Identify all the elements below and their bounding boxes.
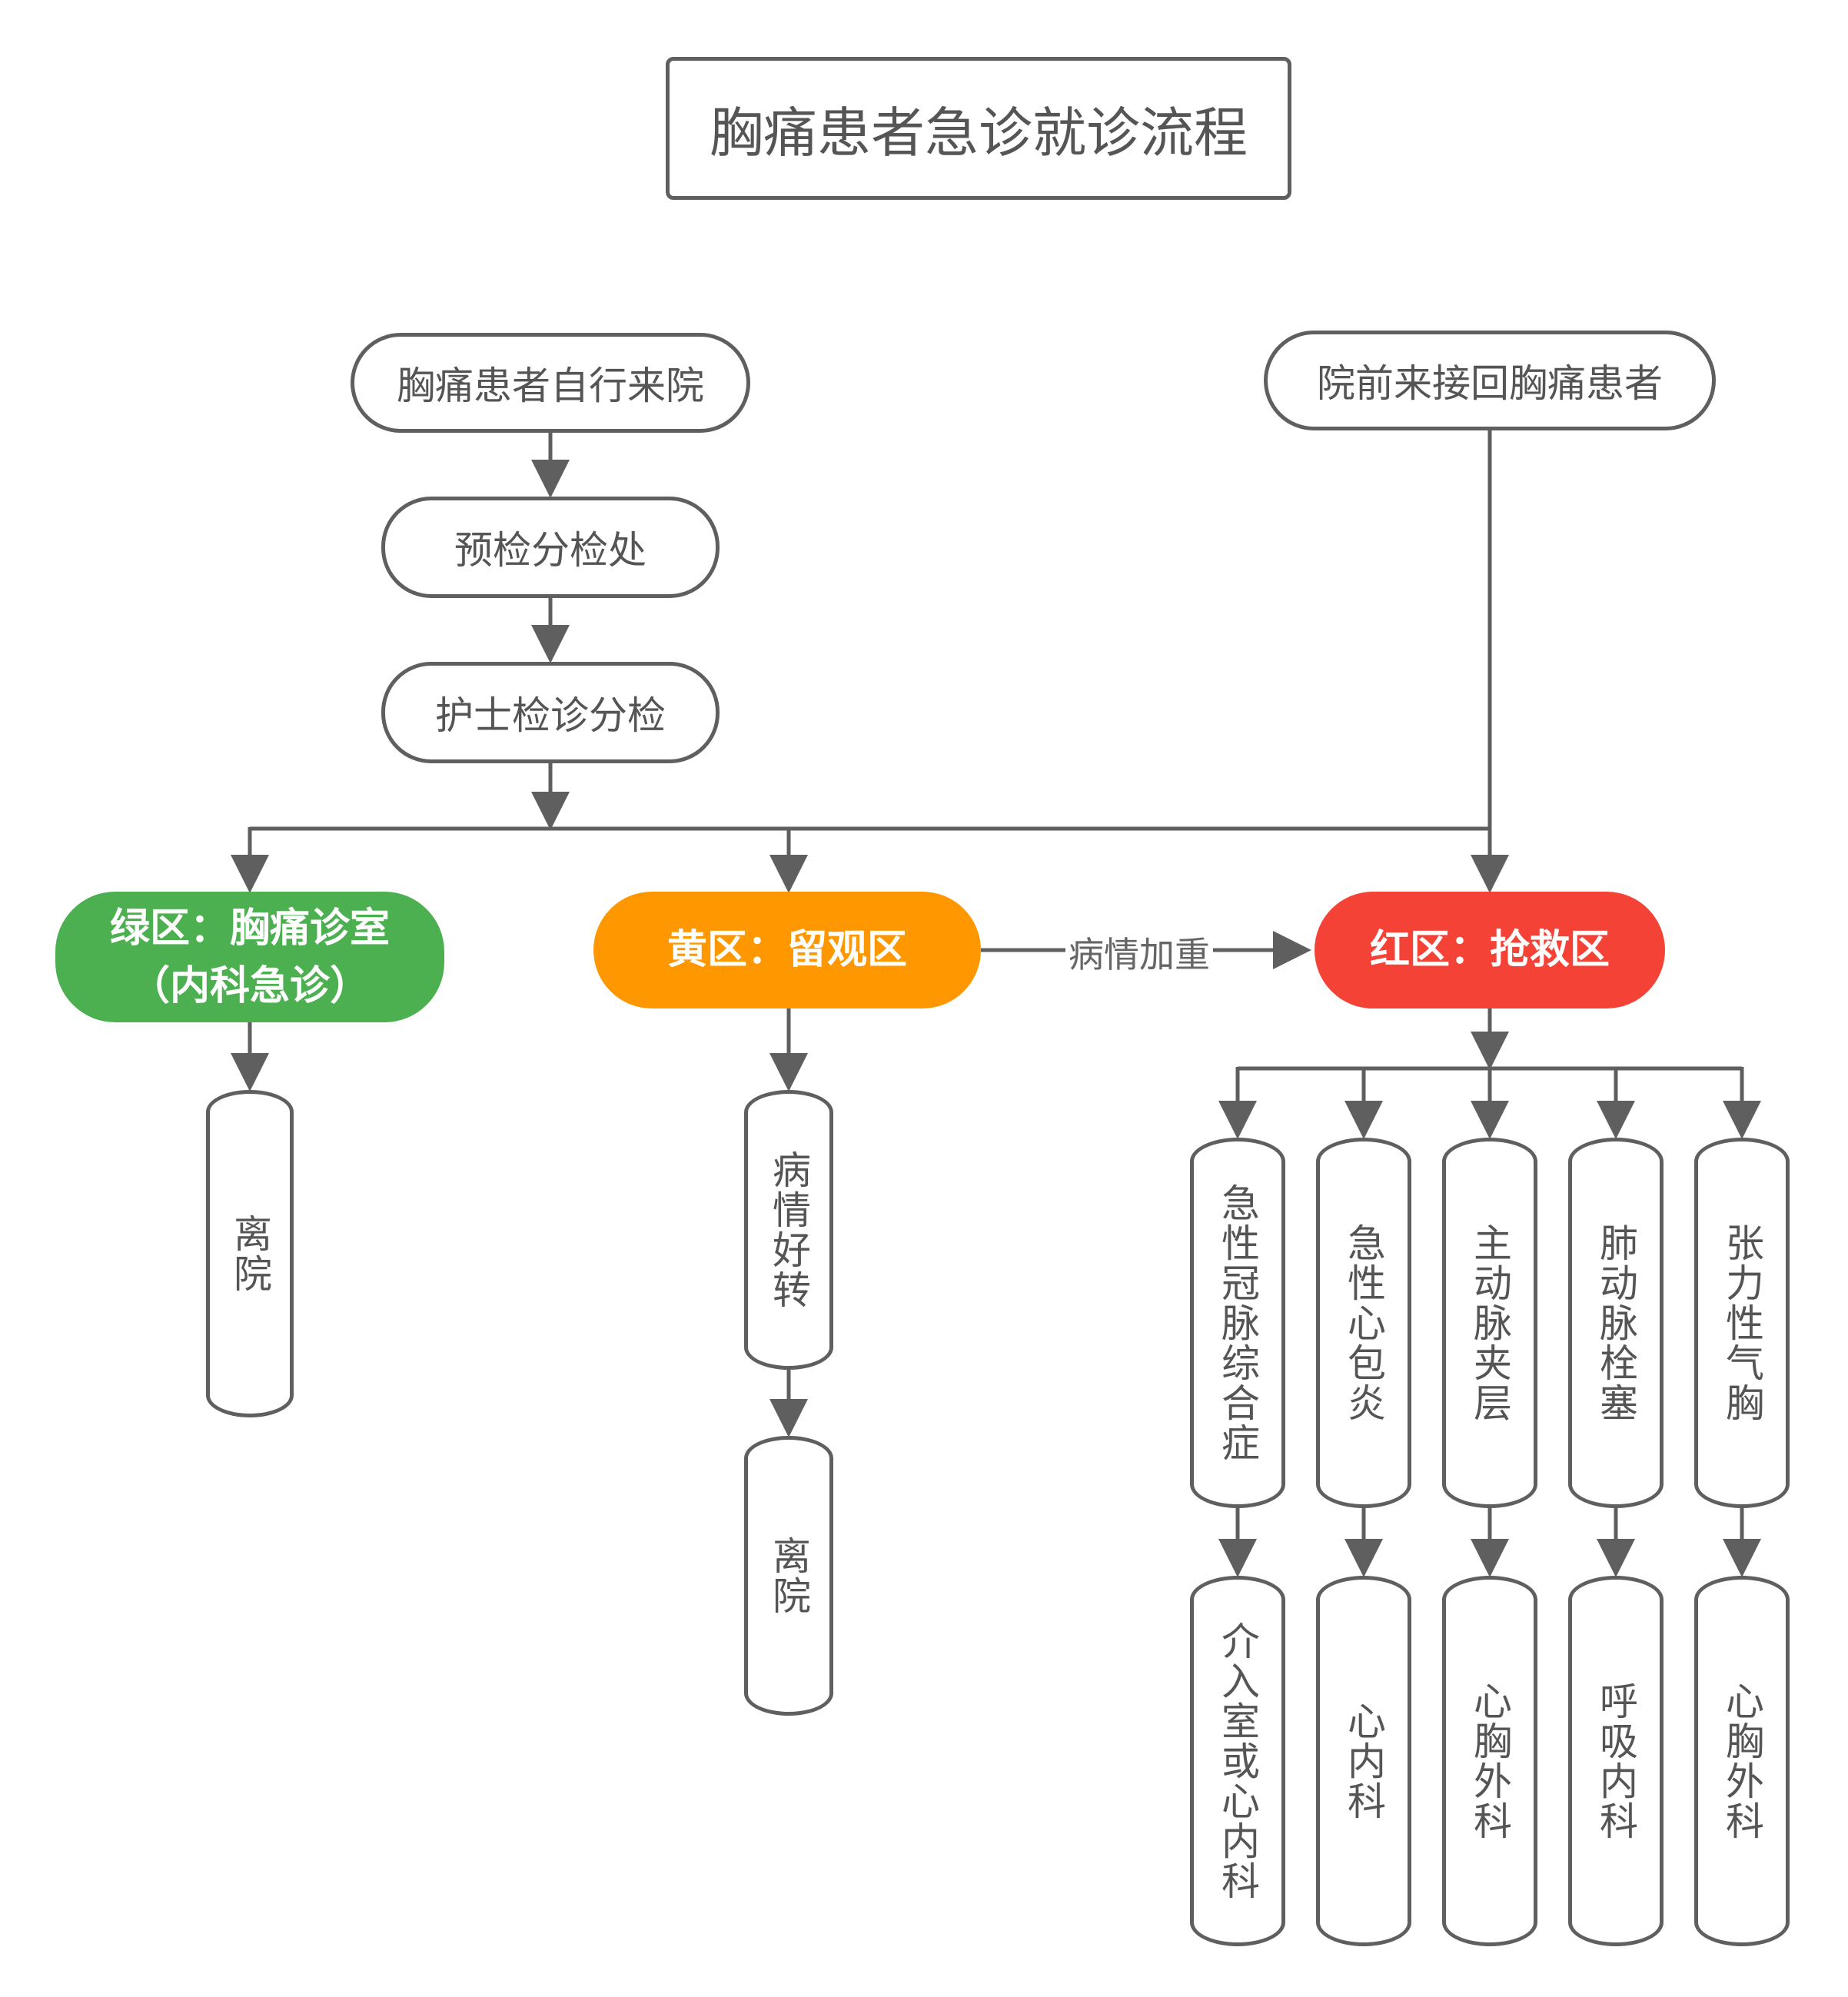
condition-pericarditis-node: 急性心包炎 bbox=[1316, 1138, 1411, 1508]
yellow-improve-node: 病情好转 bbox=[744, 1090, 833, 1370]
pre-triage-node: 预检分检处 bbox=[381, 497, 720, 598]
worsening-edge-label: 病情加重 bbox=[1065, 927, 1213, 978]
red-zone-node: 红区：抢救区 bbox=[1315, 892, 1665, 1008]
self-arrival-node: 胸痛患者自行来院 bbox=[351, 333, 750, 433]
dept-cardiothoracic-surgery-2-node: 心胸外科 bbox=[1694, 1576, 1790, 1946]
green-zone-subtitle: （内科急诊） bbox=[129, 962, 370, 1009]
dept-interventional-or-cardiology-node: 介入室或心内科 bbox=[1190, 1576, 1285, 1946]
yellow-zone-node: 黄区：留观区 bbox=[593, 892, 981, 1008]
condition-acs-node: 急性冠脉综合症 bbox=[1190, 1138, 1285, 1508]
dept-respiratory-node: 呼吸内科 bbox=[1568, 1576, 1664, 1946]
nurse-triage-node: 护士检诊分检 bbox=[381, 662, 720, 763]
green-zone-title: 绿区：胸痛诊室 bbox=[109, 904, 390, 952]
prehospital-node: 院前来接回胸痛患者 bbox=[1264, 331, 1716, 430]
green-leave-node: 离院 bbox=[206, 1090, 294, 1417]
condition-pulmonary-embolism-node: 肺动脉栓塞 bbox=[1568, 1138, 1664, 1508]
condition-tension-pneumothorax-node: 张力性气胸 bbox=[1694, 1138, 1790, 1508]
yellow-leave-node: 离院 bbox=[744, 1436, 833, 1716]
dept-cardiothoracic-surgery-node: 心胸外科 bbox=[1442, 1576, 1537, 1946]
green-zone-node: 绿区：胸痛诊室 （内科急诊） bbox=[55, 892, 444, 1022]
dept-cardiology-node: 心内科 bbox=[1316, 1576, 1411, 1946]
diagram-title: 胸痛患者急诊就诊流程 bbox=[666, 57, 1291, 200]
condition-aortic-dissection-node: 主动脉夹层 bbox=[1442, 1138, 1537, 1508]
